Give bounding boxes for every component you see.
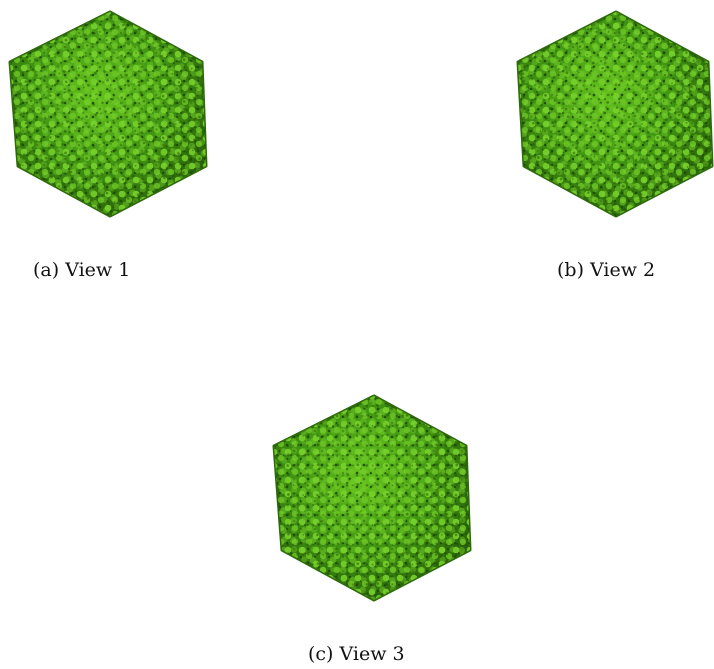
capsid-view-1-svg bbox=[8, 10, 208, 218]
capsid-view-3-svg bbox=[272, 394, 472, 602]
capsid-view-2-svg bbox=[516, 10, 714, 218]
caption-view-1: (a) View 1 bbox=[33, 259, 131, 281]
capsid-view-1-image bbox=[6, 8, 214, 220]
caption-view-3: (c) View 3 bbox=[308, 643, 405, 665]
capsid-view-2-image bbox=[514, 8, 714, 220]
capsid-view-3-image bbox=[270, 392, 478, 604]
caption-view-2: (b) View 2 bbox=[557, 259, 656, 281]
